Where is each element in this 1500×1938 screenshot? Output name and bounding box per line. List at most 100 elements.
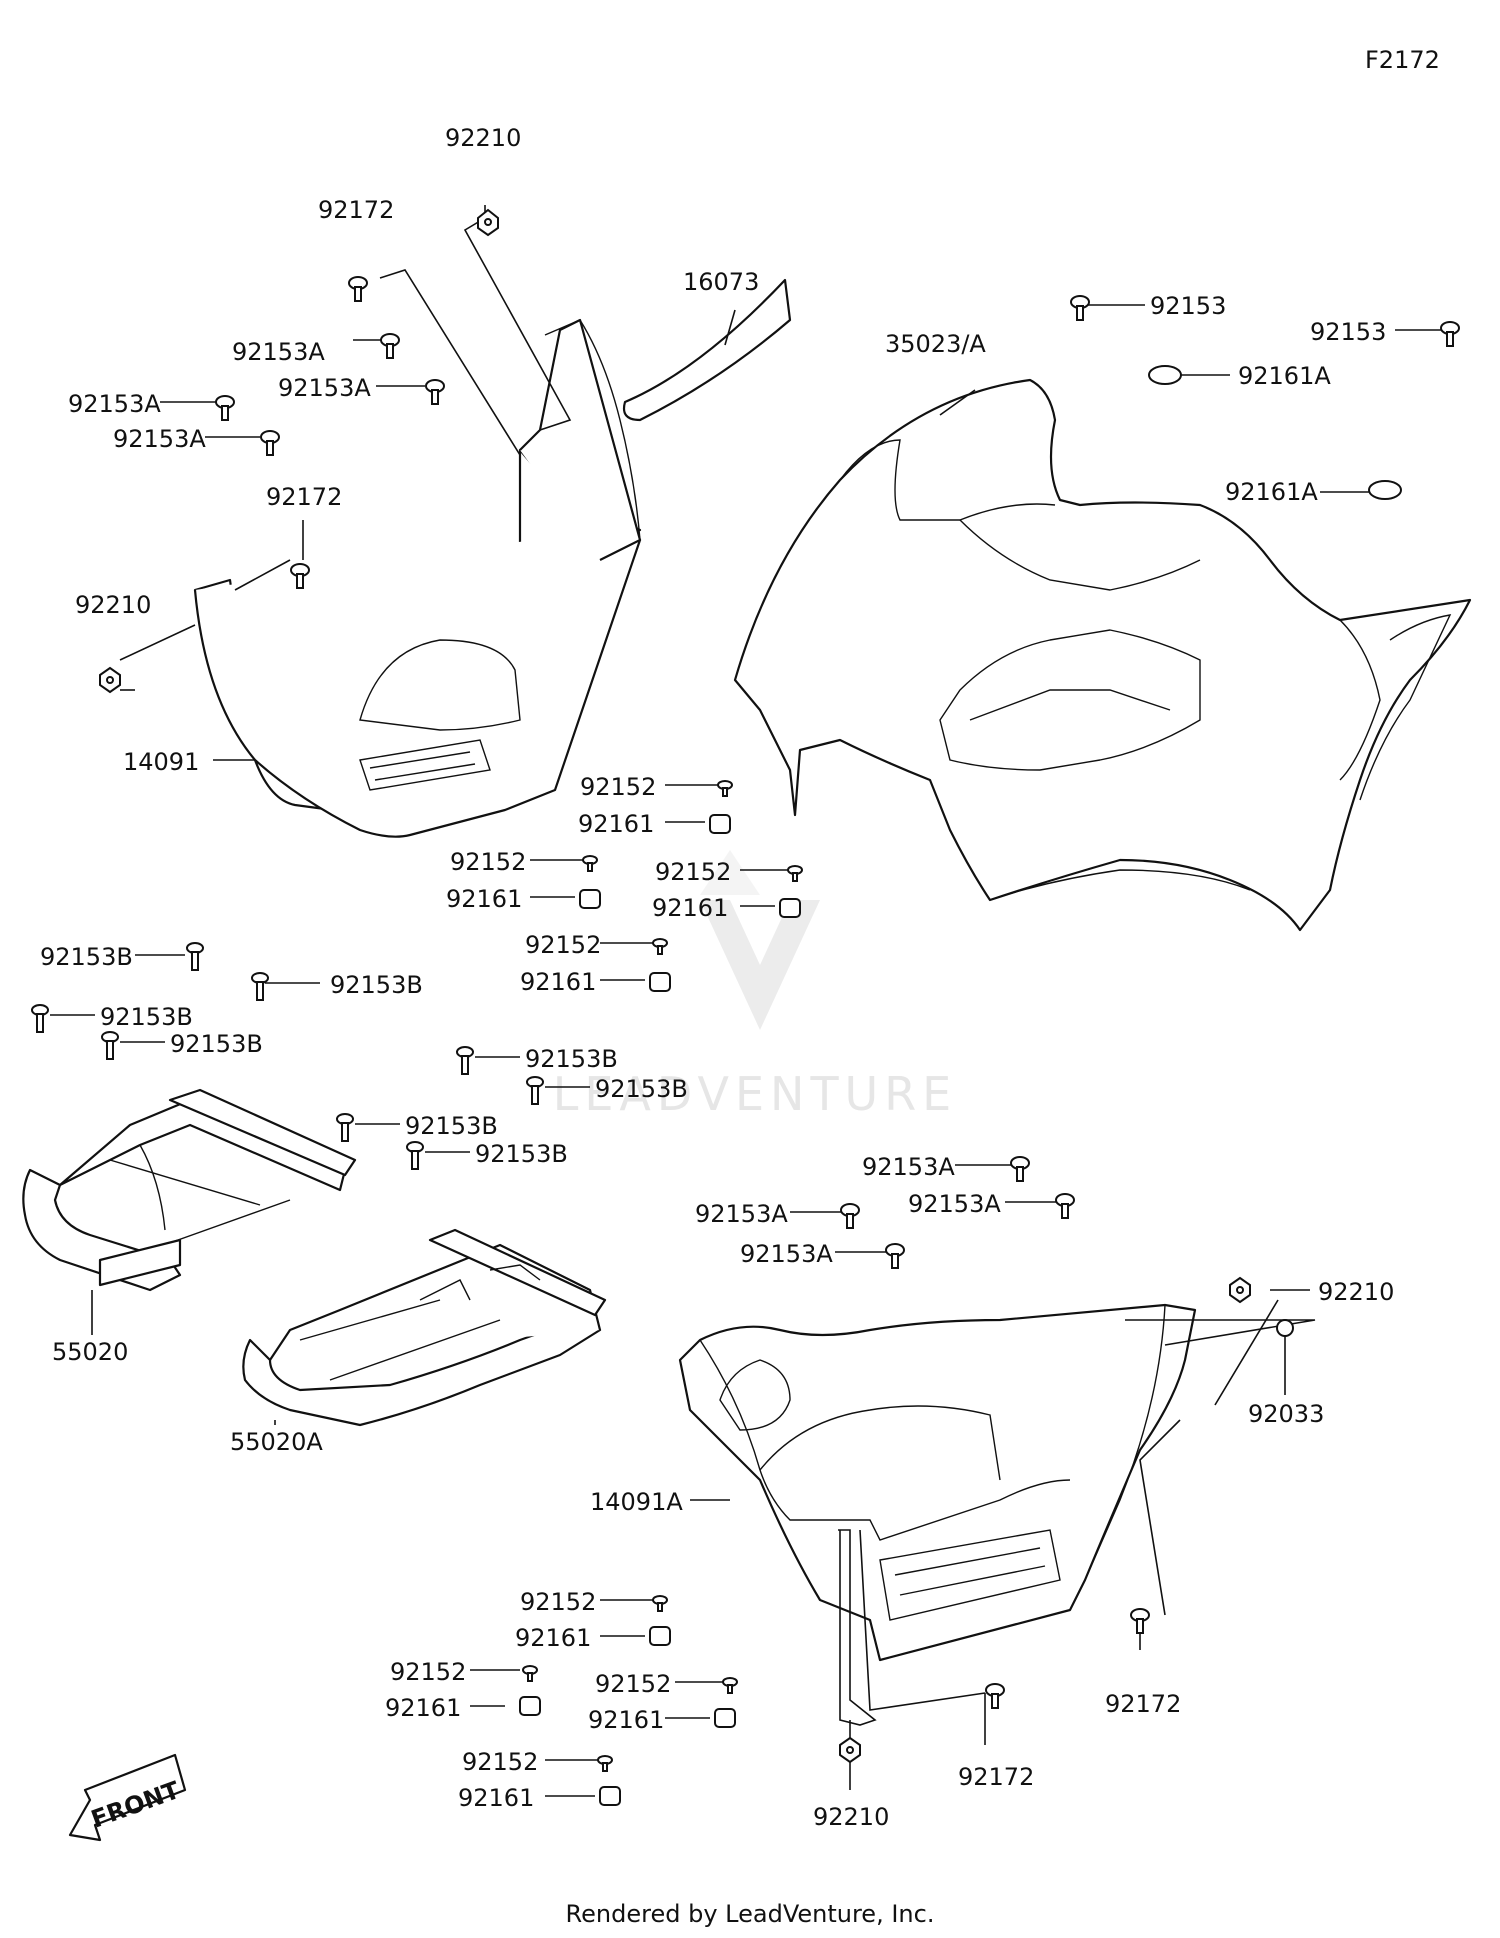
screw-icon [425,379,445,405]
callout-92153a: 92153A [862,1153,955,1181]
bolt-icon [251,972,269,1001]
callout-92153a: 92153A [908,1190,1001,1218]
nut-icon [1229,1276,1251,1304]
callout-92153b: 92153B [525,1045,618,1073]
clip-icon [1276,1319,1294,1337]
bolt-icon [336,1113,354,1142]
callout-92033: 92033 [1248,1400,1324,1428]
grommet-icon [579,889,601,909]
callout-92153: 92153 [1150,292,1226,320]
screw-icon [787,865,803,882]
grommet-icon [599,1786,621,1806]
screw-icon [522,1665,538,1682]
callout-92161: 92161 [385,1694,461,1722]
bolt-icon [31,1004,49,1033]
screw-icon [1055,1193,1075,1219]
callout-92172: 92172 [318,196,394,224]
front-arrow-icon: FRONT [68,1753,187,1842]
grommet-icon [709,814,731,834]
callout-92210: 92210 [813,1803,889,1831]
callout-92161: 92161 [578,810,654,838]
callout-92153: 92153 [1310,318,1386,346]
callout-92161: 92161 [446,885,522,913]
callout-92153b: 92153B [170,1030,263,1058]
grommet-icon [779,898,801,918]
callout-92152: 92152 [390,1658,466,1686]
callout-92161: 92161 [652,894,728,922]
callout-92152: 92152 [580,773,656,801]
callout-92161: 92161 [588,1706,664,1734]
callout-14091a: 14091A [590,1488,683,1516]
diagram-id: F2172 [1365,46,1440,74]
callout-14091: 14091 [123,748,199,776]
callout-92152: 92152 [595,1670,671,1698]
rear-fender-35023 [733,378,1472,932]
callout-92152: 92152 [520,1588,596,1616]
screw-icon [885,1243,905,1269]
callout-35023: 35023/A [885,330,986,358]
callout-92153b: 92153B [595,1075,688,1103]
callout-92210: 92210 [1318,1278,1394,1306]
nut-icon [839,1736,861,1764]
watermark: LEADVENTURE [553,850,958,1121]
callout-92153b: 92153B [405,1112,498,1140]
nut-icon [99,666,121,694]
bolt-icon [290,563,310,589]
callout-92161: 92161 [458,1784,534,1812]
callout-92153a: 92153A [695,1200,788,1228]
bolt-icon [526,1076,544,1105]
grommet-icon [714,1708,736,1728]
callout-55020: 55020 [52,1338,128,1366]
bolt-icon [186,942,204,971]
bolt-icon [1130,1608,1150,1634]
grommet-icon [649,972,671,992]
screw-icon [722,1677,738,1694]
screw-icon [260,430,280,456]
callout-92152: 92152 [462,1748,538,1776]
fasteners [31,208,1460,1806]
callout-92210: 92210 [75,591,151,619]
callout-92153b: 92153B [100,1003,193,1031]
callout-92172: 92172 [958,1763,1034,1791]
screw-icon [597,1755,613,1772]
footer-credit: Rendered by LeadVenture, Inc. [565,1900,935,1928]
callout-92172: 92172 [266,483,342,511]
callout-92210: 92210 [445,124,521,152]
callout-92161: 92161 [515,1624,591,1652]
front-fender-14091 [193,318,642,838]
screw-icon [582,855,598,872]
callout-92152: 92152 [655,858,731,886]
bolt-icon [101,1031,119,1060]
bolt-icon [406,1141,424,1170]
nut-icon [477,208,499,237]
callout-92172: 92172 [1105,1690,1181,1718]
screw-icon [1440,321,1460,347]
callout-92152: 92152 [525,931,601,959]
grommet-icon [519,1696,541,1716]
screw-icon [652,938,668,955]
callout-92153a: 92153A [740,1240,833,1268]
screw-icon [1010,1156,1030,1182]
watermark-text: LEADVENTURE [553,1067,958,1121]
callout-92153a: 92153A [68,390,161,418]
callout-92161a: 92161A [1225,478,1318,506]
grommet-icon [649,1626,671,1646]
callout-92161a: 92161A [1238,362,1331,390]
footrest-55020 [22,1088,357,1292]
screw-icon [840,1203,860,1229]
fender-14091a [678,1303,1197,1662]
callout-16073: 16073 [683,268,759,296]
bolt-icon [348,276,368,302]
callout-labels: 92210 92172 16073 92153 35023/A 92161A 9… [40,124,1394,1831]
cap-icon [1148,365,1182,385]
callout-92153a: 92153A [232,338,325,366]
cap-icon [1368,480,1402,500]
screw-icon [215,395,235,421]
callout-92153b: 92153B [475,1140,568,1168]
callout-92153a: 92153A [113,425,206,453]
screw-icon [652,1595,668,1612]
callout-92161: 92161 [520,968,596,996]
callout-92153b: 92153B [330,971,423,999]
screw-icon [1070,295,1090,321]
